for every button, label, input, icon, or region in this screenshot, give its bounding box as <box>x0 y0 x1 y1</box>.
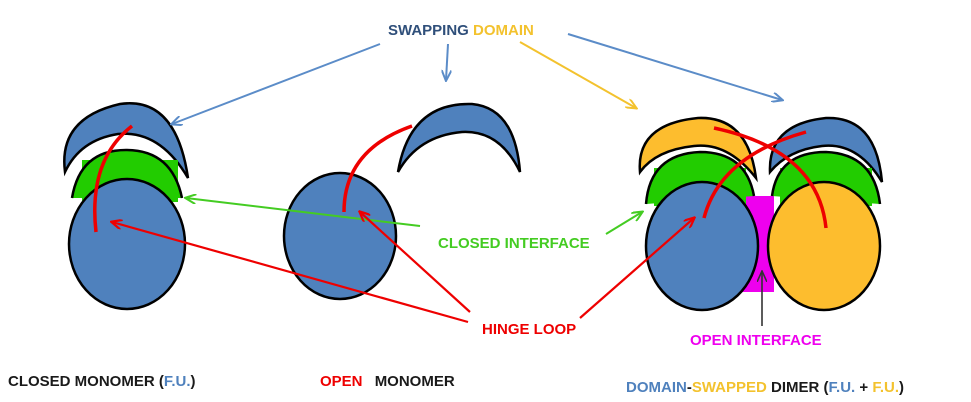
hinge-loop-label: HINGE LOOP <box>482 321 576 338</box>
hinge-loop-arrows <box>112 212 694 324</box>
open-monomer-caption-open: OPEN <box>320 373 363 390</box>
closed-monomer-swapping-domain <box>63 102 190 179</box>
dimer-caption: DOMAIN-SWAPPED DIMER (F.U. + F.U.) <box>626 379 904 396</box>
open-monomer-caption-monomer: MONOMER <box>375 373 455 390</box>
dimer-caption-fu1: F.U. <box>829 379 856 396</box>
closed-monomer-hinge-loop <box>93 124 134 233</box>
dimer-caption-dash: - <box>687 379 692 396</box>
dimer-caption-paren-close: ) <box>899 379 904 396</box>
arrow-to-open-monomer <box>446 43 448 80</box>
hinge-loop-arrow-dimer <box>579 218 694 319</box>
dimer-caption-swapped: SWAPPED <box>692 379 767 396</box>
swapping-domain-arrows <box>172 33 782 124</box>
hinge-loop-arrow-open <box>360 212 471 313</box>
swapping-word: SWAPPING <box>388 22 469 39</box>
closed-monomer-caption-paren-open: ( <box>159 373 164 390</box>
hinge-loop-arrow-closed <box>112 222 469 324</box>
open-monomer <box>282 102 522 301</box>
open-monomer-body <box>282 171 398 301</box>
dimer-caption-paren-open: ( <box>824 379 829 396</box>
dimer-hinge-loop-1 <box>702 130 807 219</box>
open-monomer-hinge-loop <box>342 124 413 213</box>
closed-monomer-caption-fu: F.U. <box>164 373 191 390</box>
dimer-gold-swapping-domain <box>638 116 758 183</box>
dimer-caption-dimer: DIMER <box>771 379 820 396</box>
arrow-to-gold-domain <box>519 41 636 108</box>
closed-monomer-body <box>67 177 187 311</box>
closed-monomer-caption-text: CLOSED MONOMER <box>8 373 155 390</box>
domain-word: DOMAIN <box>473 22 534 39</box>
swapping-domain-label: SWAPPING DOMAIN <box>388 22 534 39</box>
dimer-blue-body <box>644 180 760 312</box>
dimer-caption-fu2: F.U. <box>872 379 899 396</box>
dimer-hinge-loop-2 <box>713 126 828 229</box>
dimer-caption-domain: DOMAIN <box>626 379 687 396</box>
dimer-gold-body <box>766 180 882 312</box>
arrow-to-closed-monomer <box>172 43 381 124</box>
open-interface-label: OPEN INTERFACE <box>690 332 822 349</box>
closed-interface-arrow-left <box>186 198 421 227</box>
closed-interface-label: CLOSED INTERFACE <box>438 235 590 252</box>
arrow-to-blue-domain <box>567 33 782 100</box>
closed-monomer <box>63 102 190 311</box>
open-monomer-caption: OPEN MONOMER <box>320 373 455 390</box>
closed-monomer-caption: CLOSED MONOMER (F.U.) <box>8 373 196 390</box>
closed-interface-arrow-right <box>605 212 642 235</box>
dimer-caption-plus: + <box>855 379 872 396</box>
closed-interface-arrows <box>186 198 642 235</box>
open-monomer-swapping-domain <box>396 102 522 173</box>
closed-monomer-caption-paren-close: ) <box>191 373 196 390</box>
domain-swapped-dimer <box>638 116 884 312</box>
